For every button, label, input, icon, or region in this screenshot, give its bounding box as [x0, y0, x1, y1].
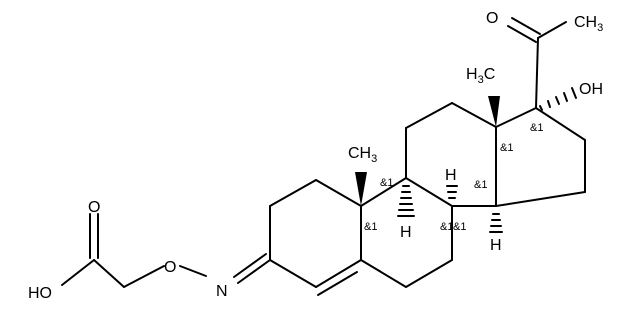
- bond-c4-c5-b: [317, 271, 358, 296]
- bond-c4-c5-a: [315, 259, 362, 288]
- hash-c17-oh: [539, 87, 577, 111]
- bond-c9-c10: [360, 177, 407, 207]
- stereo-label-c17: &1: [530, 122, 543, 134]
- hash-c14-h: [489, 213, 503, 233]
- atom-c21-methyl: CH3: [574, 14, 603, 34]
- atom-acid-carbonyl-oxygen: O: [88, 199, 100, 216]
- bond-c13-c17: [495, 107, 537, 128]
- bond-c1-c2: [269, 179, 317, 207]
- atom-ether-oxygen: O: [164, 259, 176, 276]
- bond-o-ch2: [123, 265, 165, 288]
- atom-c19-methyl: CH3: [348, 145, 377, 165]
- bond-c20-c21: [537, 21, 567, 39]
- wedge-c10-methyl: [355, 172, 367, 206]
- atom-c9-hydrogen: H: [400, 224, 412, 241]
- bond-c17-c16: [535, 107, 586, 141]
- bond-n-o: [179, 265, 207, 277]
- atom-c8-hydrogen: H: [445, 167, 457, 184]
- stereo-labels: &1 &1 &1 &1 &1 &1 &1: [364, 122, 543, 233]
- bond-c9-c8: [405, 177, 453, 207]
- bond-c6-c7: [405, 259, 453, 288]
- bond-ch2-cooh: [93, 259, 125, 288]
- atom-c14-hydrogen: H: [490, 237, 502, 254]
- stereo-label-c8b: &1: [453, 221, 466, 233]
- bond-c5-c6: [360, 259, 407, 288]
- bonds: [61, 17, 586, 296]
- stereo-label-c10: &1: [364, 221, 377, 233]
- hash-c8-h: [446, 185, 458, 199]
- bond-c20-o-b: [511, 17, 541, 35]
- bond-c10-c1: [315, 179, 362, 207]
- wedge-c13-methyl: [488, 96, 500, 127]
- atom-c18-methyl: H3C: [466, 66, 495, 86]
- stereo-label-c14: &1: [474, 179, 487, 191]
- bond-c15-c14: [495, 191, 586, 207]
- atom-c17-hydroxyl: OH: [579, 81, 603, 98]
- bond-c13-c12: [451, 102, 497, 128]
- atom-labels: O CH3 H3C OH CH3 H H H O HO O N: [28, 10, 603, 302]
- atom-acid-hydroxyl: HO: [28, 285, 52, 302]
- stereo-label-c13: &1: [500, 142, 513, 154]
- hash-c9-h: [397, 185, 415, 217]
- bond-c12-c11: [405, 102, 453, 129]
- bond-c-oh: [61, 259, 95, 286]
- bond-c3-c4: [269, 259, 317, 288]
- bond-c3-n-b: [233, 253, 267, 278]
- stereo-label-c8: &1: [380, 177, 393, 189]
- stereo-label-c9: &1: [440, 221, 453, 233]
- atom-oxime-nitrogen: N: [216, 283, 228, 300]
- bond-c3-n-a: [237, 259, 271, 284]
- bond-c17-c20: [535, 37, 539, 109]
- atom-c20-oxygen: O: [486, 10, 498, 27]
- bond-c20-o-a: [507, 25, 537, 43]
